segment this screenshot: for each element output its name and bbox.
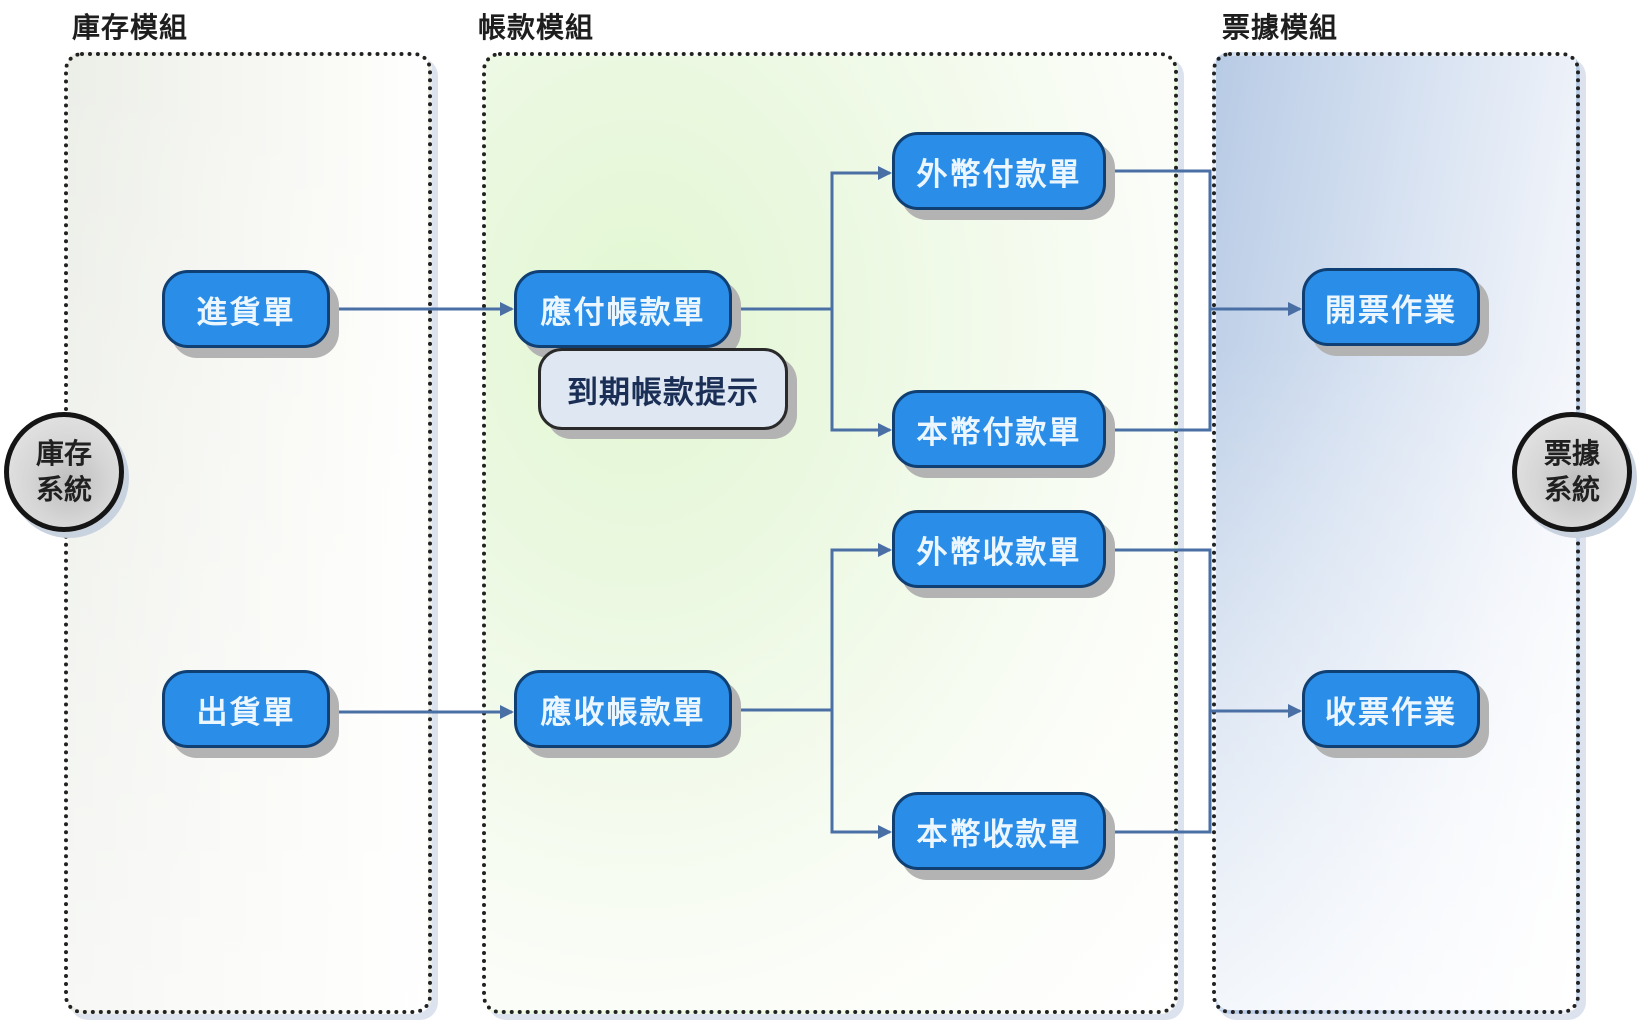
- external-inventory-system-label: 庫存系統: [35, 437, 92, 506]
- node-shipping-order[interactable]: 出貨單: [162, 670, 330, 748]
- external-bills-system-label: 票據系統: [1543, 437, 1600, 506]
- node-foreign-receipt[interactable]: 外幣收款單: [892, 510, 1106, 588]
- note-due-reminder[interactable]: 到期帳款提示: [538, 348, 788, 430]
- external-inventory-system[interactable]: 庫存系統: [4, 412, 124, 532]
- lane-inventory-module: [64, 52, 432, 1014]
- node-foreign-payment[interactable]: 外幣付款單: [892, 132, 1106, 210]
- lane-bills-module: [1212, 52, 1580, 1014]
- node-issue-bill[interactable]: 開票作業: [1302, 268, 1480, 346]
- external-bills-system[interactable]: 票據系統: [1512, 412, 1632, 532]
- node-local-payment[interactable]: 本幣付款單: [892, 390, 1106, 468]
- node-purchase-order[interactable]: 進貨單: [162, 270, 330, 348]
- node-accounts-payable[interactable]: 應付帳款單: [514, 270, 732, 348]
- lane-title-inventory: 庫存模組: [72, 11, 189, 44]
- lane-title-accounts: 帳款模組: [478, 11, 595, 44]
- node-receive-bill[interactable]: 收票作業: [1302, 670, 1480, 748]
- lane-title-bills: 票據模組: [1222, 11, 1339, 44]
- node-accounts-receivable[interactable]: 應收帳款單: [514, 670, 732, 748]
- node-local-receipt[interactable]: 本幣收款單: [892, 792, 1106, 870]
